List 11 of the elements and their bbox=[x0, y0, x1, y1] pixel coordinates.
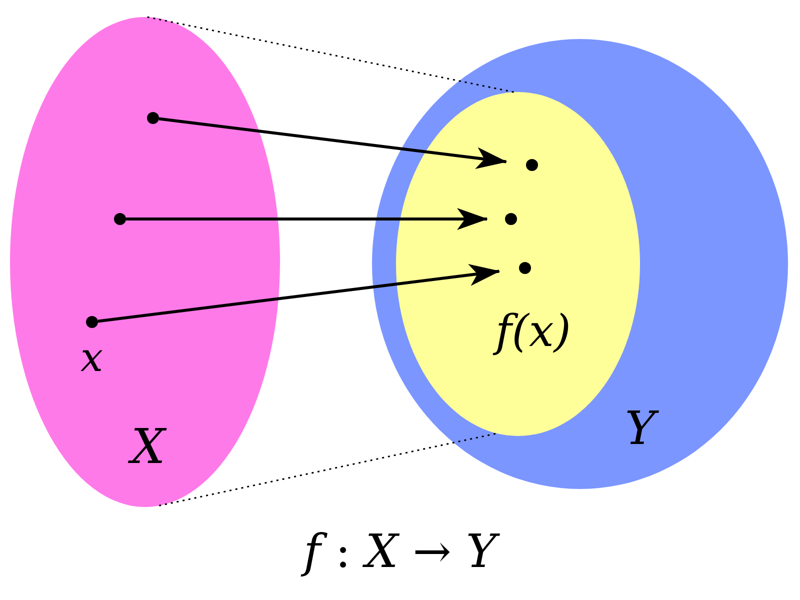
point-dot bbox=[505, 213, 517, 225]
dotted-line bbox=[158, 432, 497, 506]
arrow bbox=[98, 264, 500, 323]
point-dot bbox=[114, 213, 126, 225]
arrow bbox=[158, 117, 508, 170]
function-notation: f : X → Y bbox=[200, 528, 600, 574]
point-dot bbox=[147, 112, 159, 124]
element-label: x bbox=[80, 338, 104, 378]
point-dot bbox=[526, 159, 538, 171]
dotted-line bbox=[147, 16, 514, 93]
arrow bbox=[126, 208, 488, 230]
